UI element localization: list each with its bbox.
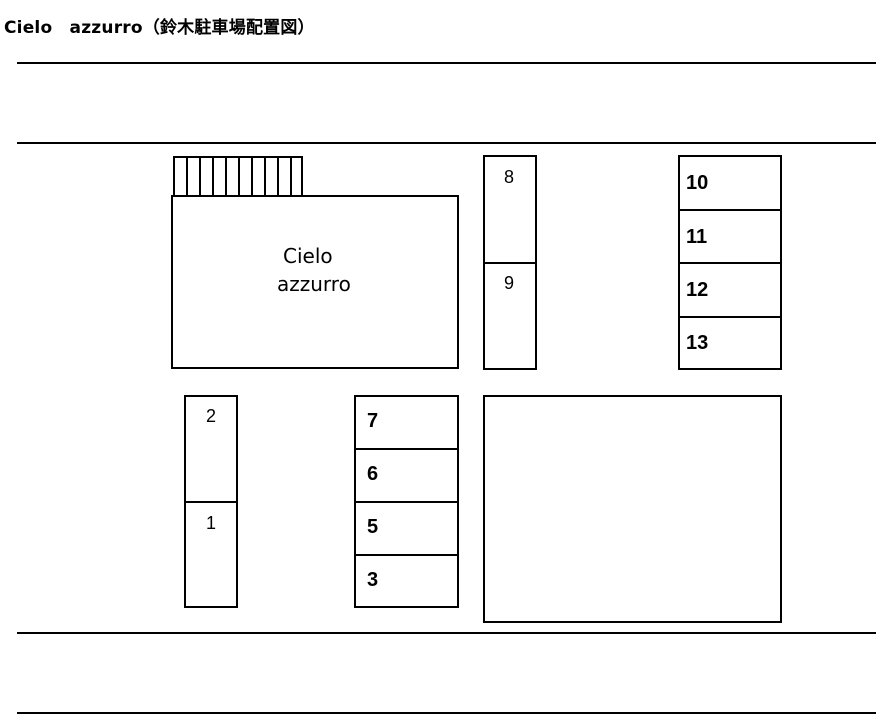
parking-space-8	[483, 155, 537, 264]
space-11-label: 11	[686, 226, 708, 248]
space-1-label: 1	[206, 513, 217, 533]
space-3-label: 3	[367, 569, 379, 591]
space-12-label: 12	[686, 279, 709, 301]
page-title: Cielo azzurro（鈴木駐車場配置図）	[4, 18, 315, 38]
road-line-bottom-1	[17, 632, 876, 634]
open-lot	[483, 395, 782, 623]
parking-space-2	[184, 395, 238, 503]
space-9-label: 9	[504, 273, 515, 293]
parking-space-1	[184, 501, 238, 608]
space-13-label: 13	[686, 332, 709, 354]
space-2-label: 2	[206, 406, 217, 426]
parking-space-10	[678, 155, 782, 211]
road-line-top-2	[17, 142, 876, 144]
parking-space-5	[354, 501, 459, 556]
road-line-top-1	[17, 62, 876, 64]
stairs	[173, 156, 303, 198]
space-7-label: 7	[367, 410, 379, 432]
space-5-label: 5	[367, 516, 379, 538]
building-label-line1: Cielo	[283, 244, 333, 268]
space-10-label: 10	[686, 172, 709, 194]
space-8-label: 8	[504, 167, 515, 187]
parking-space-6	[354, 448, 459, 503]
space-6-label: 6	[367, 463, 379, 485]
parking-space-13	[678, 316, 782, 370]
parking-space-9	[483, 262, 537, 370]
road-line-bottom-2	[17, 712, 876, 714]
building-label-line2: azzurro	[277, 272, 351, 296]
building-cielo-azzurro	[171, 195, 459, 369]
parking-space-3	[354, 554, 459, 608]
